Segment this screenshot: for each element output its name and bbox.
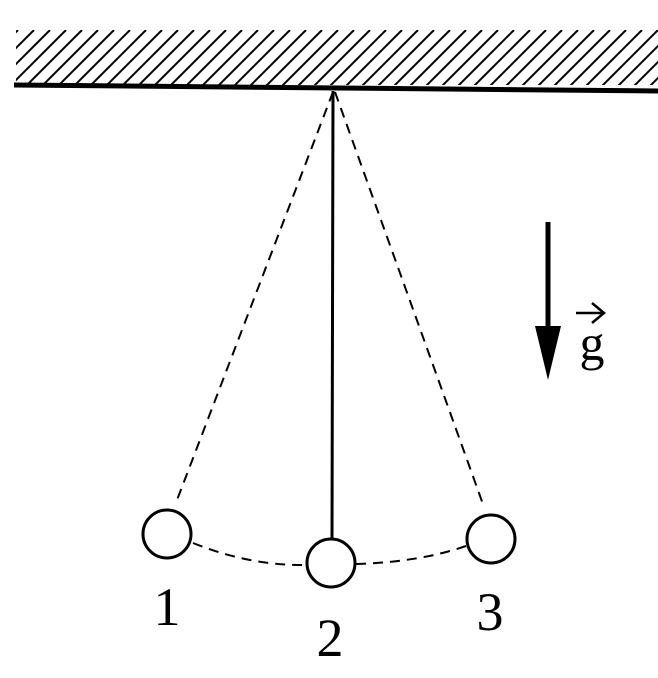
- hatch-line: [121, 30, 179, 85]
- hatch-line: [16, 30, 51, 66]
- position-label-2: 2: [317, 608, 344, 668]
- hatch-line: [489, 30, 547, 85]
- bob-position-2: [305, 537, 357, 589]
- hatch-line: [16, 30, 67, 82]
- hatch-line: [185, 30, 243, 85]
- hatch-line: [505, 30, 563, 85]
- hatch-line: [265, 30, 323, 85]
- hatch-line: [16, 30, 19, 34]
- hatch-line: [473, 30, 531, 85]
- pendulum-string: [330, 90, 335, 539]
- hatch-line: [16, 30, 35, 50]
- hatch-line: [361, 30, 419, 85]
- down-arrow-icon: [535, 222, 561, 380]
- hatch-line: [249, 30, 307, 85]
- hatch-line: [25, 30, 83, 85]
- hatch-line: [393, 30, 451, 85]
- hatch-line: [425, 30, 483, 85]
- hatch-line: [585, 30, 643, 85]
- hatch-line: [217, 30, 275, 85]
- hatch-line: [137, 30, 195, 85]
- hatch-line: [201, 30, 259, 85]
- hatch-line: [329, 30, 387, 85]
- hatch-line: [441, 30, 499, 85]
- hatch-line: [233, 30, 291, 85]
- hatch-line: [313, 30, 371, 85]
- hatch-line: [89, 30, 147, 85]
- hatch-line: [521, 30, 579, 85]
- hatch-line: [617, 44, 658, 85]
- hatch-line: [633, 60, 658, 85]
- hatch-line: [601, 30, 658, 85]
- position-label-1: 1: [154, 577, 181, 637]
- hatch-line: [105, 30, 163, 85]
- hatch-line: [409, 30, 467, 85]
- vector-arrow-icon: [576, 302, 606, 324]
- hatch-line: [377, 30, 435, 85]
- hatch-line: [345, 30, 403, 85]
- hatch-line: [57, 30, 115, 85]
- hatch-line: [297, 30, 355, 85]
- hatch-line: [169, 30, 227, 85]
- hatch-line: [153, 30, 211, 85]
- hatch-line: [569, 30, 627, 85]
- hatch-line: [537, 30, 595, 85]
- ceiling-line: [13, 82, 658, 94]
- bob-position-1: [141, 508, 193, 560]
- hatch-line: [281, 30, 339, 85]
- hatch-line: [73, 30, 131, 85]
- dashed-string-1: [176, 91, 334, 501]
- hatch-line: [457, 30, 515, 85]
- hatch-line: [553, 30, 611, 85]
- hatch-line: [41, 30, 99, 85]
- bob-position-3: [465, 513, 517, 565]
- dashed-string-3: [334, 91, 485, 508]
- ceiling-hatching: [16, 30, 658, 85]
- swing-arc: [192, 542, 467, 567]
- position-label-3: 3: [477, 582, 504, 642]
- gravity-label: g: [580, 315, 605, 371]
